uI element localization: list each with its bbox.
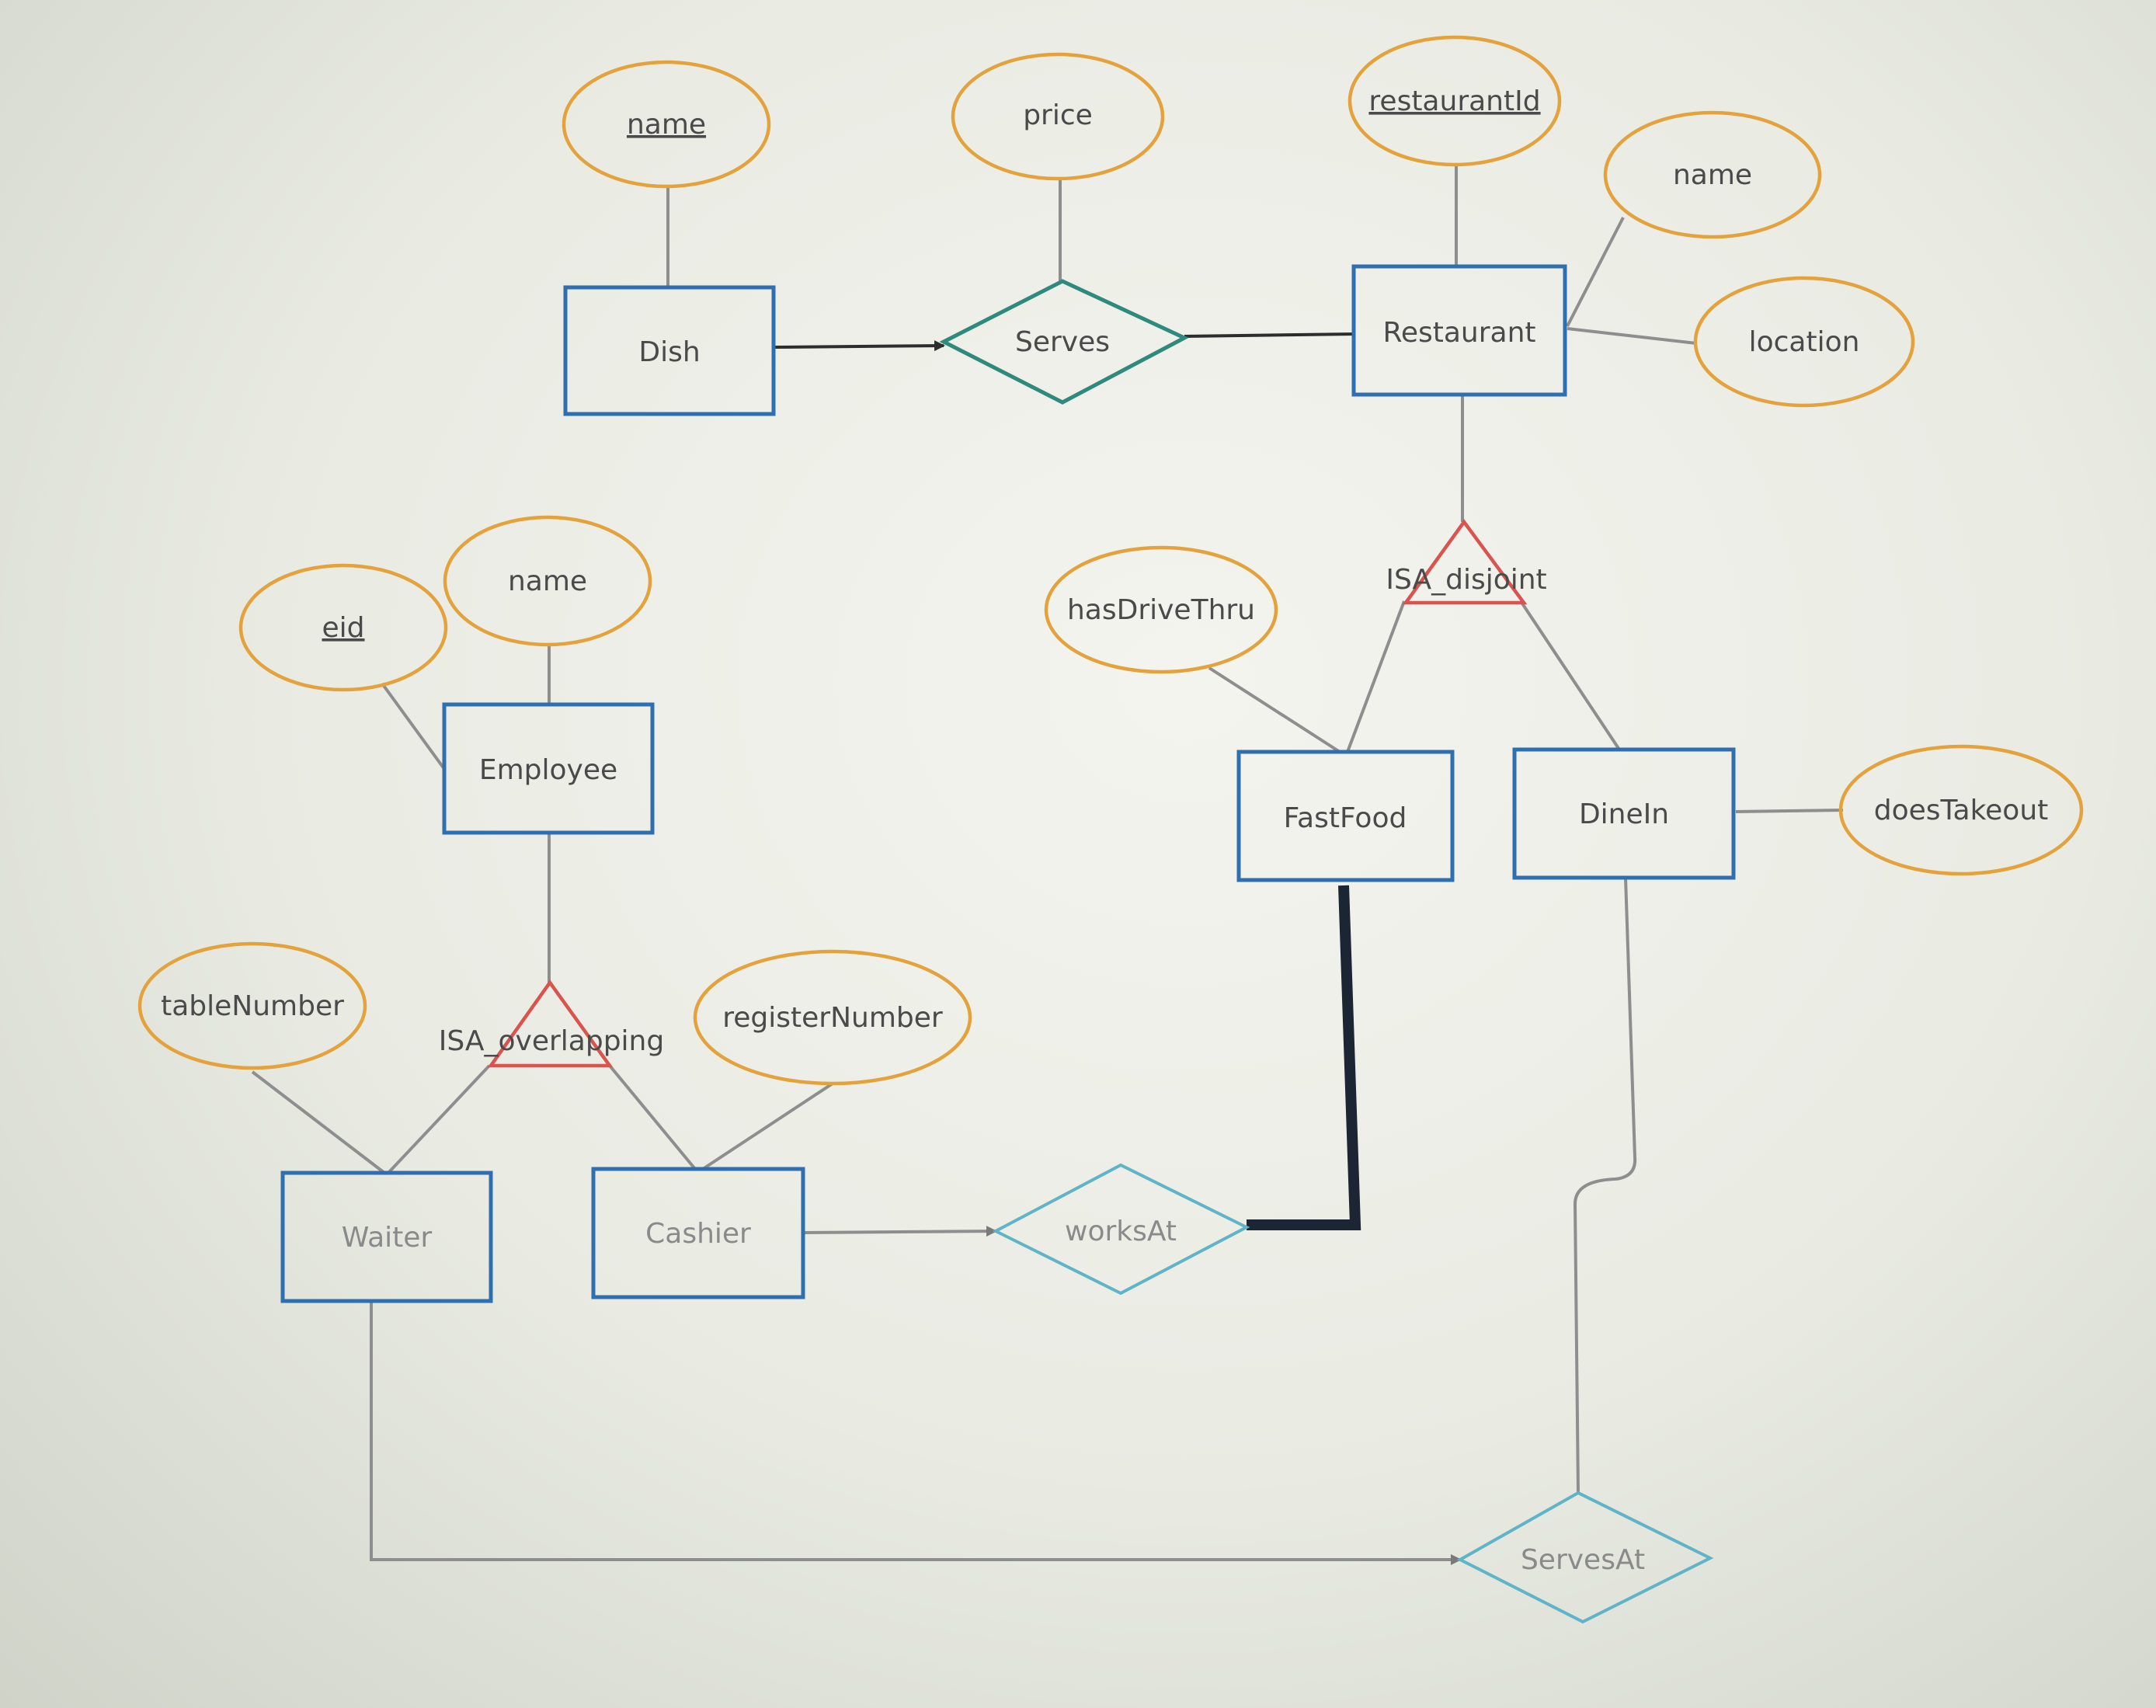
attribute-employee-name[interactable]: name (443, 515, 652, 647)
edge-cashier-worksat (803, 1226, 997, 1237)
edge-employee-eid (381, 682, 446, 771)
entity-dinein[interactable]: DineIn (1512, 747, 1736, 880)
edge-restaurant-name (1566, 217, 1625, 327)
attribute-restaurant-id[interactable]: restaurantId (1348, 35, 1562, 167)
relationship-serves-label: Serves (1015, 326, 1110, 358)
entity-dinein-label: DineIn (1579, 798, 1669, 830)
attribute-price-label: price (1023, 99, 1093, 131)
entity-waiter[interactable]: Waiter (280, 1171, 493, 1303)
entity-cashier[interactable]: Cashier (591, 1167, 805, 1299)
attribute-dish-name[interactable]: name (562, 60, 771, 189)
attribute-register-number[interactable]: registerNumber (693, 949, 972, 1086)
entity-waiter-label: Waiter (342, 1222, 433, 1254)
attribute-restaurant-name[interactable]: name (1603, 110, 1822, 239)
entity-cashier-label: Cashier (645, 1218, 751, 1250)
attribute-does-takeout[interactable]: doesTakeout (1838, 744, 2084, 876)
attribute-has-drive-thru-label: hasDriveThru (1067, 594, 1255, 626)
isa-overlapping[interactable]: ISA_overlapping (439, 979, 664, 1068)
isa-disjoint[interactable]: ISA_disjoint (1386, 519, 1547, 605)
entity-fastfood[interactable]: FastFood (1236, 750, 1455, 882)
edge-worksat-fastfood-total (1247, 885, 1361, 1230)
edge-cashier-register (701, 1082, 834, 1171)
attribute-has-drive-thru[interactable]: hasDriveThru (1044, 545, 1278, 674)
relationship-servesat-label: ServesAt (1521, 1544, 1645, 1576)
attribute-eid[interactable]: eid (238, 563, 448, 692)
attribute-restaurant-id-label: restaurantId (1368, 85, 1540, 117)
attribute-location[interactable]: location (1693, 276, 1915, 408)
edge-dish-serves (774, 340, 945, 352)
attribute-register-number-label: registerNumber (722, 1002, 943, 1034)
attribute-does-takeout-label: doesTakeout (1874, 795, 2049, 826)
edge-isa-cashier (608, 1064, 697, 1171)
relationship-servesat[interactable]: ServesAt (1456, 1491, 1714, 1624)
attribute-table-number[interactable]: tableNumber (137, 941, 367, 1070)
attribute-dish-name-label: name (627, 109, 706, 141)
attribute-price[interactable]: price (951, 52, 1165, 181)
edge-waiter-servesat (370, 1301, 1462, 1565)
edge-dinein-servesat (1573, 877, 1637, 1494)
relationship-worksat[interactable]: worksAt (992, 1163, 1250, 1296)
entity-employee[interactable]: Employee (442, 702, 655, 835)
attribute-table-number-label: tableNumber (161, 990, 344, 1022)
entity-employee-label: Employee (479, 754, 617, 786)
edge-restaurant-location (1567, 327, 1697, 345)
entity-dish[interactable]: Dish (563, 285, 776, 416)
entity-fastfood-label: FastFood (1284, 802, 1407, 834)
edge-serves-restaurant (1184, 332, 1356, 338)
entity-restaurant-label: Restaurant (1382, 317, 1535, 349)
edge-isa-waiter (387, 1064, 491, 1174)
connectors (251, 163, 1844, 1565)
edge-isa-dinein (1519, 600, 1621, 751)
isa-disjoint-label: ISA_disjoint (1386, 564, 1546, 596)
edge-waiter-table (251, 1070, 386, 1174)
isa-overlapping-label: ISA_overlapping (439, 1025, 664, 1057)
relationship-worksat-label: worksAt (1065, 1216, 1177, 1247)
attribute-employee-name-label: name (508, 565, 587, 597)
attribute-restaurant-name-label: name (1673, 159, 1752, 191)
edge-isa-fastfood (1346, 600, 1406, 753)
edge-dinein-takeout (1735, 809, 1844, 813)
edge-fastfood-drivethru (1208, 666, 1341, 753)
attribute-eid-label: eid (322, 612, 364, 644)
relationship-serves[interactable]: Serves (939, 279, 1189, 405)
entity-restaurant[interactable]: Restaurant (1351, 264, 1567, 397)
entity-dish-label: Dish (638, 336, 700, 368)
attribute-location-label: location (1749, 326, 1860, 358)
